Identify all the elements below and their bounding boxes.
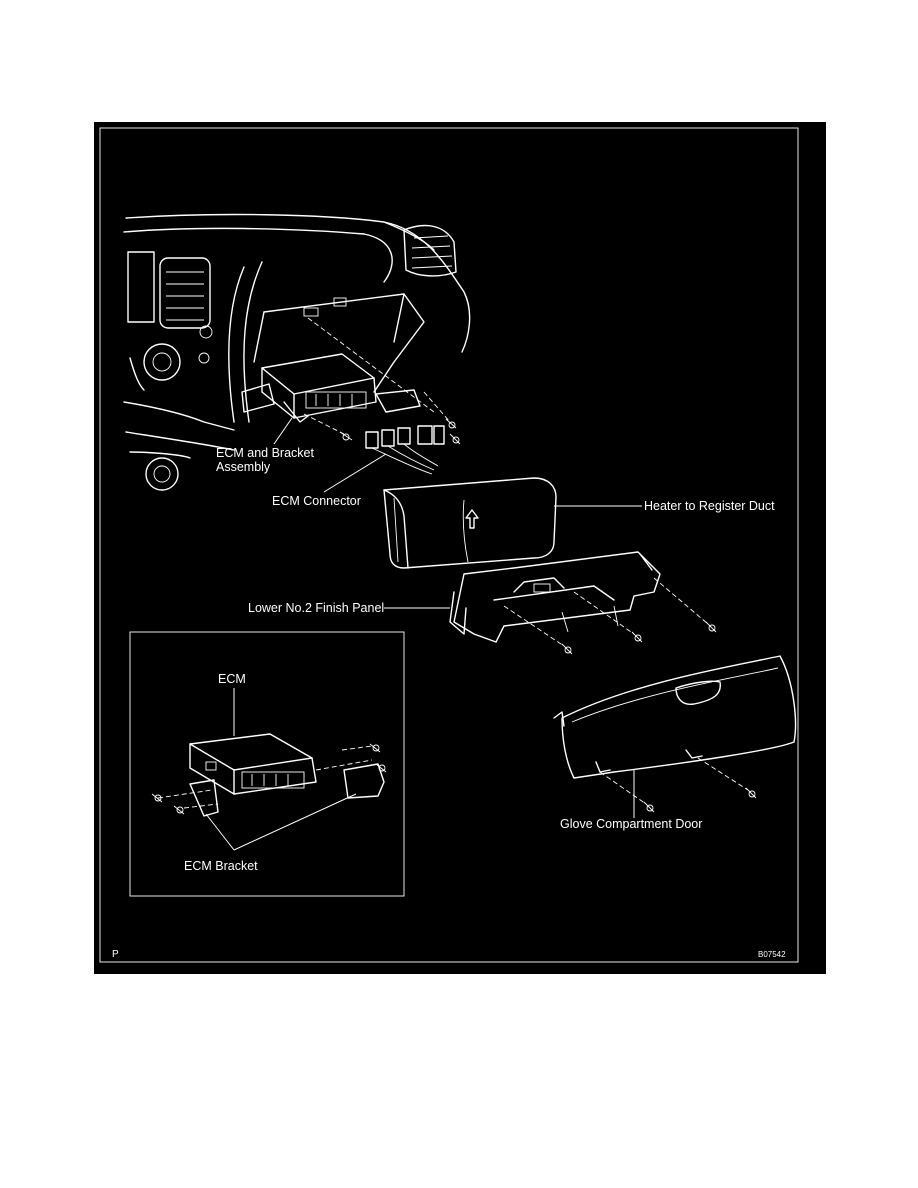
- screw: [375, 763, 387, 773]
- label-glove-door: Glove Compartment Door: [560, 817, 703, 831]
- lower-vent: [145, 457, 179, 491]
- label-heater-duct: Heater to Register Duct: [644, 499, 775, 513]
- label-ecm-bracket-assembly-line2: Assembly: [216, 460, 271, 474]
- control-knob: [143, 343, 181, 381]
- screw: [631, 631, 643, 643]
- diagram-frame: ECM and Bracket Assembly ECM Connector H…: [94, 122, 826, 974]
- figure-code: B07542: [758, 950, 786, 959]
- lower-finish-panel-drawing: [384, 551, 717, 655]
- screw: [449, 433, 461, 445]
- inset-ecm-drawing: [151, 688, 387, 851]
- screw: [369, 743, 381, 753]
- screw: [445, 418, 457, 429]
- heater-duct-drawing: [383, 477, 642, 569]
- label-ecm: ECM: [218, 672, 246, 686]
- label-ecm-bracket-assembly-line1: ECM and Bracket: [216, 446, 314, 460]
- inner-border: [99, 127, 799, 963]
- duct-arrow-icon: [465, 509, 479, 529]
- label-ecm-bracket-assembly: ECM and Bracket Assembly: [216, 446, 314, 474]
- page-mark: P: [112, 949, 119, 960]
- inset-bracket-right: [343, 763, 385, 799]
- left-air-vent: [159, 257, 211, 329]
- ecm-connector-drawing: [365, 425, 445, 475]
- label-ecm-bracket: ECM Bracket: [184, 859, 258, 873]
- screw: [705, 621, 717, 633]
- exploded-view-drawing: [99, 127, 799, 963]
- screw: [173, 805, 185, 815]
- inset-box: [129, 631, 405, 897]
- right-air-vent: [403, 224, 457, 277]
- glove-door-handle: [675, 680, 721, 705]
- dashboard-illustration: [123, 213, 471, 491]
- label-lower-finish-panel: Lower No.2 Finish Panel: [248, 601, 385, 615]
- inset-bracket-left: [189, 779, 219, 817]
- screw: [339, 431, 353, 441]
- bracket-right: [375, 389, 421, 413]
- screw: [745, 787, 757, 799]
- screw: [561, 643, 573, 655]
- screw: [151, 793, 163, 803]
- ecm-bracket-assembly-drawing: [261, 317, 461, 445]
- screw: [643, 801, 655, 813]
- glove-door-drawing: [553, 655, 797, 818]
- label-ecm-connector: ECM Connector: [272, 494, 361, 508]
